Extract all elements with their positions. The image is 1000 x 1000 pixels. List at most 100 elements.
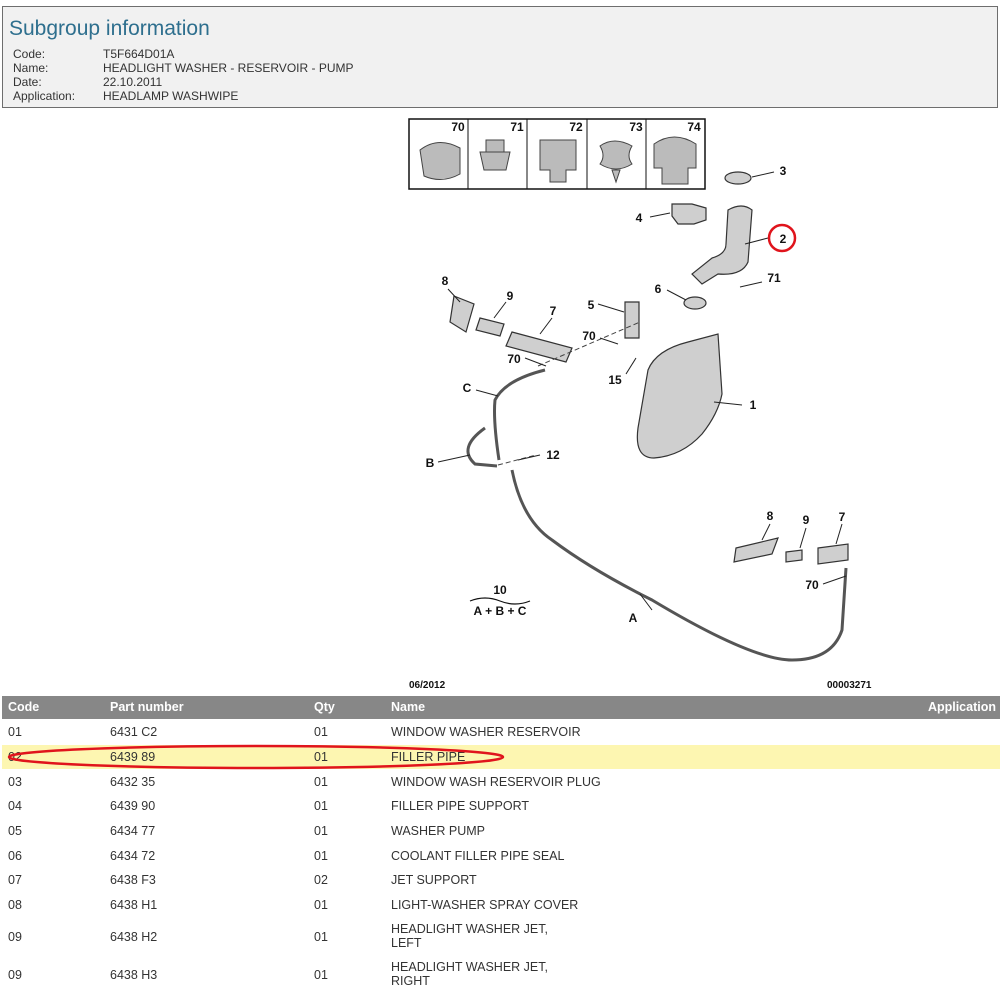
- diagram-ref-number: 00003271: [827, 680, 872, 691]
- table-row[interactable]: 07 6438 F3 02 JET SUPPORT: [2, 868, 1000, 892]
- row-part-number: 6439 90: [110, 799, 156, 813]
- callout-70-a: 70: [582, 329, 596, 343]
- row-code: 05: [8, 824, 22, 838]
- hose-a: [510, 469, 848, 662]
- row-code: 07: [8, 873, 22, 887]
- field-application-value: HEADLAMP WASHWIPE: [103, 89, 239, 103]
- table-row[interactable]: 05 6434 77 01 WASHER PUMP: [2, 819, 1000, 843]
- hose-c: [493, 368, 546, 461]
- kit-label: 10: [493, 583, 507, 597]
- filler-pipe-seal-icon: [683, 296, 707, 310]
- callout-6: 6: [655, 282, 662, 296]
- clip-label-72: 72: [569, 120, 583, 134]
- clip-label-71: 71: [510, 120, 524, 134]
- hose-b: [466, 426, 498, 468]
- callout-7-right: 7: [839, 510, 846, 524]
- table-row[interactable]: 06 6434 72 01 COOLANT FILLER PIPE SEAL: [2, 844, 1000, 868]
- row-part-number: 6432 35: [110, 775, 156, 789]
- table-row[interactable]: 03 6432 35 01 WINDOW WASH RESERVOIR PLUG: [2, 770, 1000, 794]
- callout-5: 5: [588, 298, 595, 312]
- callout-3: 3: [780, 164, 787, 178]
- callout-8: 8: [442, 274, 449, 288]
- table-row[interactable]: 08 6438 H1 01 LIGHT-WASHER SPRAY COVER: [2, 893, 1000, 917]
- callout-8-right: 8: [767, 509, 774, 523]
- row-qty: 01: [314, 725, 328, 739]
- row-name-line: LEFT: [391, 936, 422, 950]
- clip-73-icon: [599, 140, 633, 184]
- row-part-number: 6434 72: [110, 849, 156, 863]
- row-code: 04: [8, 799, 22, 813]
- spray-cover-icon: [449, 295, 475, 333]
- header-part-number: Part number: [110, 700, 184, 714]
- field-date-value: 22.10.2011: [103, 75, 163, 89]
- field-code-label: Code:: [13, 47, 46, 61]
- row-part-number: 6438 H3: [110, 968, 158, 982]
- row-code: 06: [8, 849, 22, 863]
- washer-jet-icon: [475, 317, 505, 337]
- row-qty: 01: [314, 775, 328, 789]
- clip-70-icon: [419, 142, 461, 180]
- row-code: 03: [8, 775, 22, 789]
- callout-71: 71: [767, 271, 781, 285]
- reservoir-icon: [636, 333, 723, 459]
- table-row[interactable]: 04 6439 90 01 FILLER PIPE SUPPORT: [2, 794, 1000, 818]
- row-qty: 02: [314, 873, 328, 887]
- table-row[interactable]: 01 6431 C2 01 WINDOW WASHER RESERVOIR: [2, 720, 1000, 744]
- spray-cover-right-icon: [733, 537, 779, 563]
- row-name: FILLER PIPE SUPPORT: [391, 799, 530, 813]
- row-name: WASHER PUMP: [391, 824, 485, 838]
- callout-15: 15: [608, 373, 622, 387]
- row-part-number: 6434 77: [110, 824, 156, 838]
- jet-support-right-icon: [817, 543, 849, 565]
- callout-9-right: 9: [803, 513, 810, 527]
- clip-72-icon: [539, 139, 577, 183]
- row-code: 09: [8, 930, 22, 944]
- parts-table-header: Code Part number Qty Name Application: [2, 696, 1000, 719]
- row-name: HEADLIGHT WASHER JET, RIGHT: [391, 960, 548, 988]
- row-name: LIGHT-WASHER SPRAY COVER: [391, 898, 579, 912]
- row-name: COOLANT FILLER PIPE SEAL: [391, 849, 565, 863]
- callout-1: 1: [750, 398, 757, 412]
- callout-a: A: [629, 611, 638, 625]
- header-code: Code: [8, 700, 40, 714]
- row-name: FILLER PIPE: [391, 750, 466, 764]
- callout-c: C: [463, 381, 472, 395]
- row-qty: 01: [314, 799, 328, 813]
- table-row-highlighted[interactable]: 02 6439 89 01 FILLER PIPE: [2, 745, 1000, 769]
- callout-9: 9: [507, 289, 514, 303]
- washer-pump-icon: [624, 301, 640, 339]
- row-qty: 01: [314, 898, 328, 912]
- row-highlight-ellipse: [7, 744, 505, 770]
- callout-12: 12: [546, 448, 560, 462]
- row-qty: 01: [314, 849, 328, 863]
- row-qty: 01: [314, 750, 328, 764]
- clip-label-74: 74: [687, 120, 701, 134]
- row-part-number: 6438 H2: [110, 930, 158, 944]
- field-name-label: Name:: [13, 61, 49, 75]
- row-name-line: HEADLIGHT WASHER JET,: [391, 922, 548, 936]
- callout-70-right: 70: [805, 578, 819, 592]
- row-code: 09: [8, 968, 22, 982]
- parts-diagram: 70 71 72 73 74: [408, 118, 872, 691]
- row-name: WINDOW WASH RESERVOIR PLUG: [391, 775, 601, 789]
- filler-pipe-support-icon: [671, 203, 707, 225]
- row-part-number: 6438 H1: [110, 898, 158, 912]
- diagram-date-stamp: 06/2012: [409, 680, 446, 691]
- row-code: 01: [8, 725, 22, 739]
- clip-label-73: 73: [629, 120, 643, 134]
- header-qty: Qty: [314, 700, 335, 714]
- row-name-line: RIGHT: [391, 974, 430, 988]
- row-qty: 01: [314, 824, 328, 838]
- row-qty: 01: [314, 930, 328, 944]
- callout-2-highlight: [767, 223, 797, 253]
- clip-label-70: 70: [451, 120, 465, 134]
- row-name: JET SUPPORT: [391, 873, 477, 887]
- callout-70-b: 70: [507, 352, 521, 366]
- field-application-label: Application:: [13, 89, 76, 103]
- table-row[interactable]: 09 6438 H3 01 HEADLIGHT WASHER JET, RIGH…: [2, 958, 1000, 996]
- kit-formula: A + B + C: [474, 604, 527, 618]
- subgroup-info-panel: Subgroup information Code: T5F664D01A Na…: [2, 6, 998, 108]
- table-row[interactable]: 09 6438 H2 01 HEADLIGHT WASHER JET, LEFT: [2, 918, 1000, 956]
- row-part-number: 6439 89: [110, 750, 156, 764]
- row-code: 08: [8, 898, 22, 912]
